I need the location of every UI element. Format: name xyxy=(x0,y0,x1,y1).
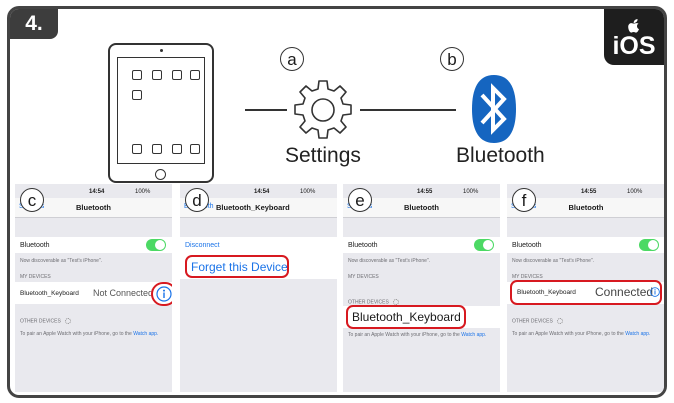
dock-icon xyxy=(132,144,142,154)
discoverable-note: Now discoverable as "Test's iPhone". xyxy=(512,258,595,264)
disconnect-row[interactable]: Disconnect xyxy=(180,237,337,253)
watch-note-text: To pair an Apple Watch with your iPhone,… xyxy=(512,331,624,337)
discoverable-note: Now discoverable as "Test's iPhone". xyxy=(348,258,431,264)
status-time: 14:54 xyxy=(89,189,105,195)
ios-text: iOS xyxy=(612,31,656,60)
disconnect-label: Disconnect xyxy=(185,241,220,249)
device-status: Not Connected xyxy=(93,288,154,298)
bluetooth-row: Bluetooth xyxy=(507,237,664,253)
bluetooth-label: Bluetooth xyxy=(456,144,545,167)
device-row[interactable]: Bluetooth_Keyboard Not Connected xyxy=(15,282,172,304)
bluetooth-toggle[interactable] xyxy=(474,239,494,251)
apple-icon xyxy=(628,18,639,33)
label-f: f xyxy=(512,188,536,212)
spinner-icon xyxy=(392,299,399,305)
settings-label: Settings xyxy=(285,144,361,167)
my-devices-header: MY DEVICES xyxy=(512,274,543,280)
panel-c: 14:54 100% Settings Bluetooth Bluetooth … xyxy=(15,184,172,392)
app-icon xyxy=(132,70,142,80)
watch-app-link[interactable]: Watch app. xyxy=(625,331,651,337)
watch-note: To pair an Apple Watch with your iPhone,… xyxy=(20,331,158,337)
app-icon xyxy=(132,90,142,100)
connector-line xyxy=(245,109,287,111)
app-icon xyxy=(172,70,182,80)
step-number: 4. xyxy=(10,9,58,39)
other-devices-header: OTHER DEVICES xyxy=(348,299,399,305)
device-name[interactable]: Bluetooth_Keyboard xyxy=(352,310,461,324)
watch-app-link[interactable]: Watch app. xyxy=(133,331,159,337)
my-devices-header: MY DEVICES xyxy=(348,274,379,280)
bluetooth-row: Bluetooth xyxy=(343,237,500,253)
label-e: e xyxy=(348,188,372,212)
watch-note: To pair an Apple Watch with your iPhone,… xyxy=(512,331,650,337)
nav-title: Bluetooth xyxy=(568,203,604,212)
instruction-frame: 4. iOS a Settings b xyxy=(7,6,667,398)
status-battery: 100% xyxy=(300,189,316,195)
other-devices-label: OTHER DEVICES xyxy=(348,299,389,306)
other-devices-header: OTHER DEVICES xyxy=(512,318,563,324)
home-button xyxy=(155,169,166,180)
my-devices-header: MY DEVICES xyxy=(20,274,51,280)
nav-title: Bluetooth xyxy=(404,203,439,212)
bluetooth-row: Bluetooth xyxy=(15,237,172,253)
status-battery: 100% xyxy=(463,189,479,195)
panel-e: 14:55 100% Settings Bluetooth Bluetooth … xyxy=(343,184,500,392)
watch-app-link[interactable]: Watch app. xyxy=(461,332,487,338)
status-time: 14:54 xyxy=(254,189,270,195)
status-battery: 100% xyxy=(135,189,151,195)
bluetooth-row-label: Bluetooth xyxy=(348,241,378,249)
info-icon[interactable] xyxy=(156,286,172,302)
spinner-icon xyxy=(64,318,71,324)
label-c: c xyxy=(20,188,44,212)
app-icon xyxy=(152,70,162,80)
nav-title: Bluetooth_Keyboard xyxy=(216,203,290,212)
dock-icon xyxy=(152,144,162,154)
device-name: Bluetooth_Keyboard xyxy=(517,289,576,296)
bluetooth-icon xyxy=(472,75,516,143)
connector-line xyxy=(360,109,456,111)
info-icon[interactable] xyxy=(650,287,660,297)
panel-d: 14:54 100% Bluetooth Bluetooth_Keyboard … xyxy=(180,184,337,392)
bluetooth-row-label: Bluetooth xyxy=(512,241,542,249)
status-battery: 100% xyxy=(627,189,643,195)
watch-note-text: To pair an Apple Watch with your iPhone,… xyxy=(348,332,460,338)
app-icon xyxy=(190,70,200,80)
device-status: Connected xyxy=(595,285,654,299)
tablet-icon xyxy=(108,43,214,183)
dock-icon xyxy=(172,144,182,154)
bluetooth-row-label: Bluetooth xyxy=(20,241,50,249)
label-b: b xyxy=(440,47,464,71)
tablet-screen xyxy=(117,57,205,164)
other-devices-header: OTHER DEVICES xyxy=(20,318,71,324)
forget-device-button[interactable]: Forget this Device xyxy=(191,260,288,274)
forget-highlight xyxy=(185,255,289,278)
bluetooth-toggle[interactable] xyxy=(146,239,166,251)
spinner-icon xyxy=(556,318,563,324)
device-highlight xyxy=(346,305,466,329)
status-time: 14:55 xyxy=(417,189,433,195)
ios-badge: iOS xyxy=(604,9,664,65)
connected-highlight xyxy=(510,280,662,305)
nav-title: Bluetooth xyxy=(76,203,111,212)
watch-note: To pair an Apple Watch with your iPhone,… xyxy=(348,332,486,338)
gear-icon xyxy=(294,80,352,139)
label-d: d xyxy=(185,188,209,212)
status-time: 14:55 xyxy=(581,189,597,195)
bluetooth-toggle[interactable] xyxy=(639,239,659,251)
other-devices-label: OTHER DEVICES xyxy=(20,318,61,325)
panel-f: 14:55 100% Settings Bluetooth Bluetooth … xyxy=(507,184,664,392)
other-devices-label: OTHER DEVICES xyxy=(512,318,553,325)
label-a: a xyxy=(280,47,304,71)
device-name: Bluetooth_Keyboard xyxy=(20,289,79,297)
watch-note-text: To pair an Apple Watch with your iPhone,… xyxy=(20,331,132,337)
tablet-camera xyxy=(160,49,163,52)
dock-icon xyxy=(190,144,200,154)
discoverable-note: Now discoverable as "Test's iPhone". xyxy=(20,258,103,264)
